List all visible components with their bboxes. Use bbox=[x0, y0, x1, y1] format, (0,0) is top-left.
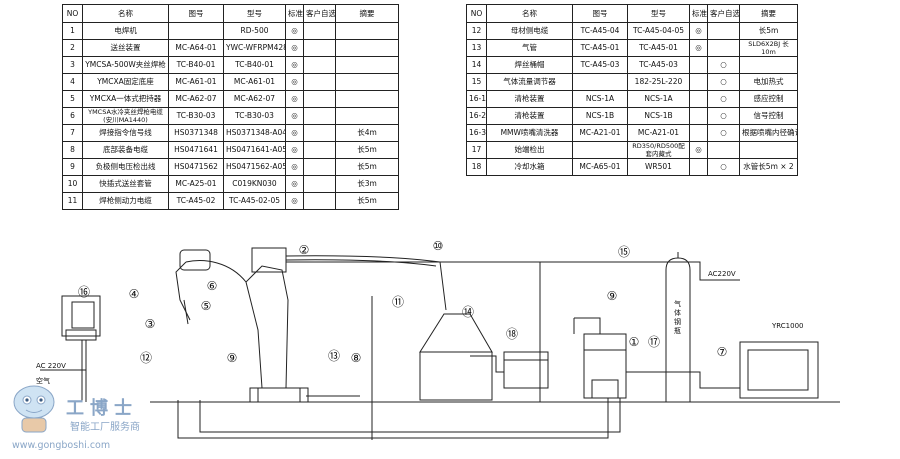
signal-cable bbox=[626, 371, 740, 389]
gas-bottle-label: 气体钢瓶 bbox=[674, 300, 681, 335]
callout-4: ④ bbox=[129, 287, 140, 301]
callout-10: ⑩ bbox=[433, 239, 444, 253]
table-cell-name: 焊枪侧动力电缆 bbox=[82, 192, 169, 210]
callout-13: ⑬ bbox=[328, 349, 340, 363]
air-label: 空气 bbox=[36, 377, 50, 385]
callout-15: ⑮ bbox=[618, 245, 630, 259]
base-cable bbox=[177, 398, 609, 439]
callout-1: ① bbox=[629, 335, 640, 349]
wire-conduit bbox=[285, 255, 447, 311]
callout-6: ⑥ bbox=[207, 279, 218, 293]
callout-7: ⑦ bbox=[717, 345, 728, 359]
table-cell-no: 18 bbox=[466, 158, 487, 176]
gas-cylinder bbox=[665, 252, 691, 403]
controller-label: YRC1000 bbox=[772, 322, 804, 330]
ac-label-right: AC220V bbox=[708, 270, 736, 278]
column-header: 摘要 bbox=[739, 4, 798, 23]
callout-9-right: ⑨ bbox=[607, 289, 618, 303]
cable-run bbox=[286, 261, 541, 402]
robot-arm bbox=[175, 247, 309, 403]
watermark-brand: 工博士 bbox=[66, 398, 138, 419]
robot-controller bbox=[739, 341, 819, 399]
table-cell-note: 水管长5m × 2 bbox=[739, 158, 798, 176]
callout-2: ② bbox=[299, 243, 310, 257]
robot-mascot-icon bbox=[13, 385, 55, 433]
welding-power-source bbox=[583, 333, 627, 399]
callout-17: ⑰ bbox=[648, 335, 660, 349]
watermark-url: www.gongboshi.com bbox=[12, 440, 111, 451]
callout-12: ⑫ bbox=[140, 351, 152, 365]
callout-14: ⑭ bbox=[462, 305, 474, 319]
watermark-logo: 工博士 智能工厂服务商 www.gongboshi.com bbox=[8, 380, 158, 455]
cooling-water-tank bbox=[503, 351, 549, 389]
callout-11: ⑪ bbox=[392, 295, 404, 309]
wire-drum bbox=[419, 313, 493, 401]
callout-3: ③ bbox=[145, 317, 156, 331]
table-cell-note: 长5m bbox=[335, 192, 399, 210]
callout-9-left: ⑨ bbox=[227, 351, 238, 365]
callout-5: ⑤ bbox=[201, 299, 212, 313]
watermark-tagline: 智能工厂服务商 bbox=[70, 422, 140, 433]
callout-18: ⑱ bbox=[506, 327, 518, 341]
table-cell-model: WR501 bbox=[627, 158, 690, 176]
table-cell-fig: TC-A45-02 bbox=[168, 192, 224, 210]
callout-16: ⑯ bbox=[78, 285, 90, 299]
gun-cleaning-station bbox=[61, 295, 101, 402]
callout-8: ⑧ bbox=[351, 351, 362, 365]
ac-label-left: AC 220V bbox=[36, 362, 66, 370]
